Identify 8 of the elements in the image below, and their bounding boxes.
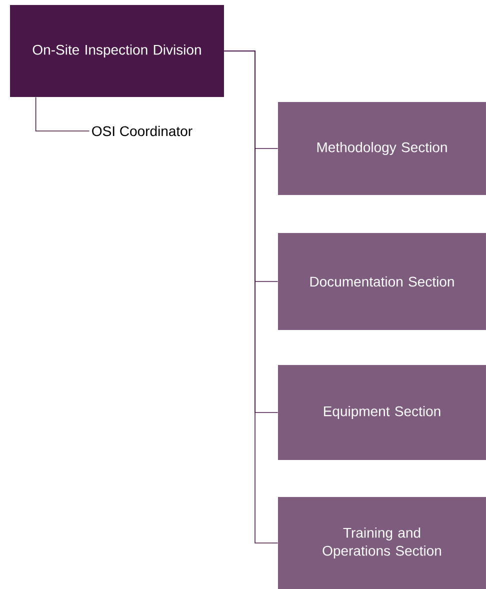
section-box: Training and Operations Section [278, 497, 486, 589]
role-label: OSI Coordinator [92, 126, 192, 136]
section-box: Equipment Section [278, 365, 486, 460]
connector-line [35, 96, 90, 132]
section-box: Methodology Section [278, 102, 486, 195]
connector-line [224, 50, 278, 544]
section-box: Documentation Section [278, 233, 486, 330]
division-box: On-Site Inspection Division [10, 5, 224, 97]
